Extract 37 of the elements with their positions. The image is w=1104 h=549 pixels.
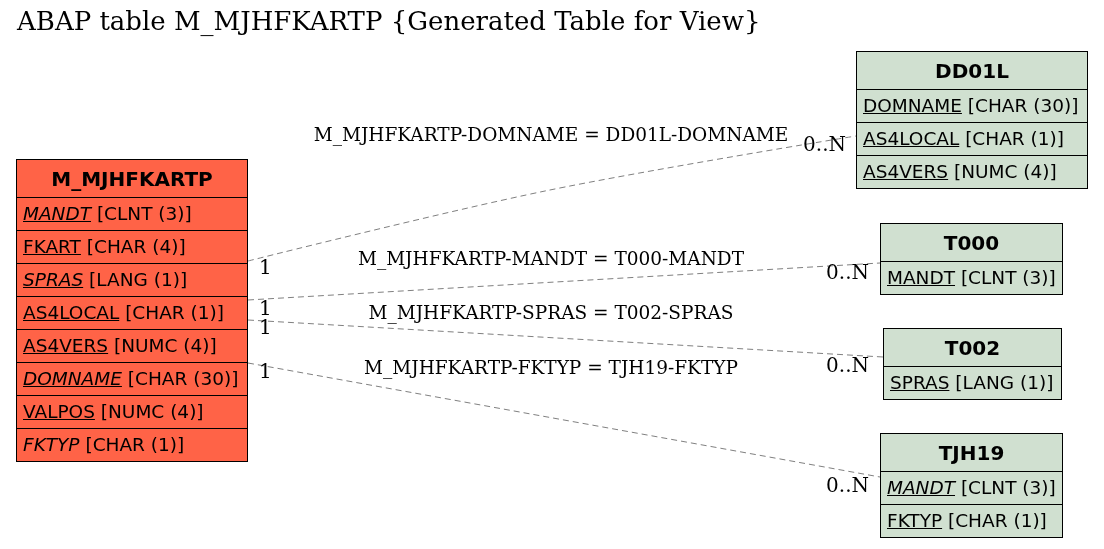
field-definition: MANDT [CLNT (3)] (887, 267, 1056, 289)
cardinality-label: 1 (259, 316, 272, 338)
field-definition: FKART [CHAR (4)] (23, 236, 186, 258)
cardinality-label: 0..N (826, 474, 869, 496)
table-name: TJH19 (938, 440, 1005, 465)
field-definition: AS4VERS [NUMC (4)] (863, 161, 1057, 183)
cardinality-label: 1 (259, 297, 272, 319)
entity-table (880, 433, 1063, 538)
cardinality-label: 0..N (803, 133, 846, 155)
field-definition: SPRAS [LANG (1)] (23, 269, 188, 291)
field-definition: MANDT [CLNT (3)] (887, 477, 1056, 499)
field-definition: DOMNAME [CHAR (30)] (863, 95, 1079, 117)
entity-table (880, 223, 1063, 295)
table-name: T002 (944, 335, 1001, 360)
diagram-title: ABAP table M_MJHFKARTP {Generated Table for View} (17, 5, 761, 37)
table-name: DD01L (935, 58, 1009, 83)
entity-table (856, 51, 1088, 189)
field-definition: DOMNAME [CHAR (30)] (23, 368, 239, 390)
field-definition: SPRAS [LANG (1)] (890, 372, 1054, 394)
relationship-line (247, 319, 884, 358)
field-definition: AS4VERS [NUMC (4)] (23, 335, 217, 357)
table-name: T000 (943, 230, 1000, 255)
entity-table (883, 328, 1062, 400)
cardinality-label: 0..N (826, 261, 869, 283)
field-definition: FKTYP [CHAR (1)] (887, 510, 1047, 532)
entity-table (16, 159, 248, 462)
cardinality-label: 0..N (826, 354, 869, 376)
field-definition: AS4LOCAL [CHAR (1)] (23, 302, 224, 324)
field-definition: AS4LOCAL [CHAR (1)] (863, 128, 1064, 150)
relationship-line (247, 362, 881, 478)
field-definition: VALPOS [NUMC (4)] (23, 401, 204, 423)
field-definition: FKTYP [CHAR (1)] (23, 434, 185, 456)
field-definition: MANDT [CLNT (3)] (23, 203, 192, 225)
cardinality-label: 1 (259, 360, 272, 382)
relationship-line (247, 262, 881, 301)
cardinality-label: 1 (259, 256, 272, 278)
table-name: M_MJHFKARTP (51, 166, 213, 191)
